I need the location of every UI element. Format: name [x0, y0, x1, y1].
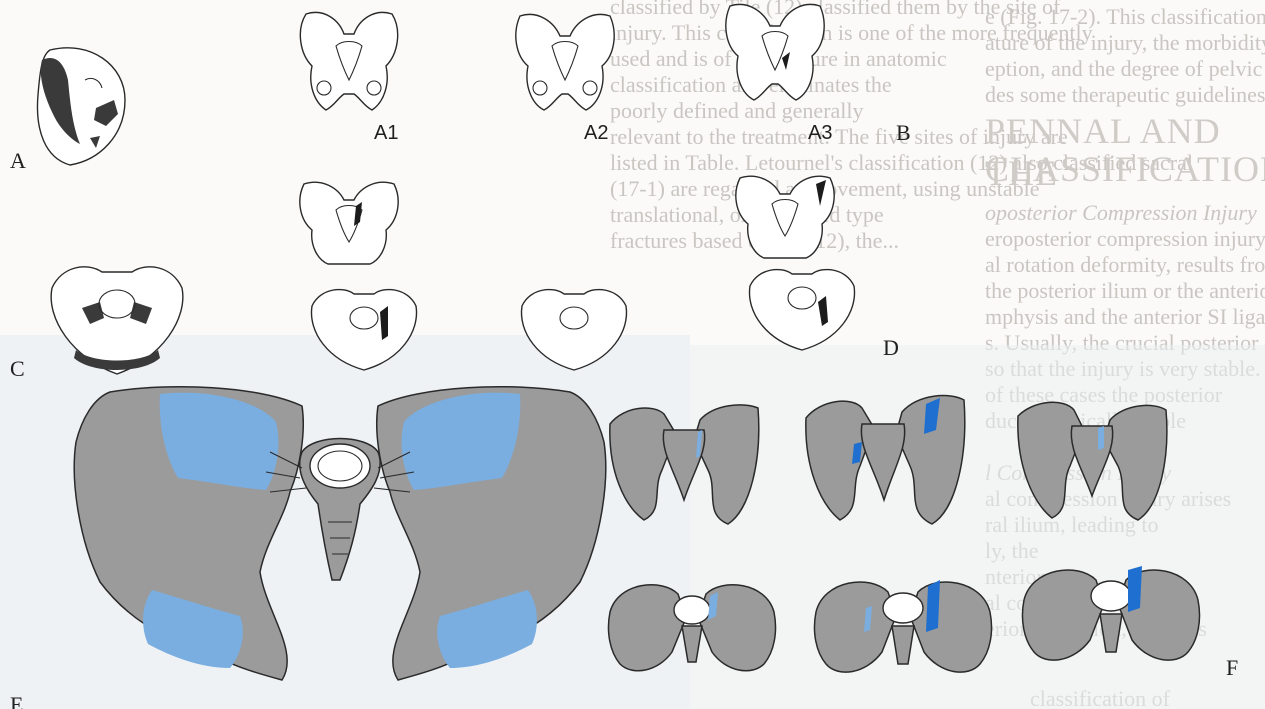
- pelvis-diagram-c: [42, 258, 192, 378]
- pelvis-diagram-f4: [602, 572, 782, 682]
- pelvis-diagram-f5: [808, 568, 998, 684]
- pelvis-diagram-b-lower: [730, 170, 840, 260]
- panel-label-a2: A2: [584, 122, 608, 145]
- pelvis-diagram-f2: [800, 390, 970, 530]
- pelvis-diagram-e: [70, 382, 610, 682]
- pelvis-diagram-f6: [1016, 556, 1206, 672]
- panel-label-c: C: [10, 356, 25, 382]
- bleed-line: eption, and the degree of pelvic ring st…: [985, 56, 1265, 83]
- bleed-line: des some therapeutic guidelines.: [985, 82, 1265, 109]
- pelvis-diagram-c-right: [514, 282, 634, 372]
- pelvis-diagram-a1: [294, 6, 404, 116]
- bleed-heading: CLASSIFICATION: [985, 148, 1265, 190]
- panel-label-a: A: [10, 148, 26, 174]
- panel-label-f: F: [1226, 655, 1238, 681]
- panel-label-b: B: [896, 120, 911, 146]
- panel-label-a1: A1: [374, 122, 398, 145]
- pelvis-diagram-a: [30, 40, 130, 170]
- panel-label-a3: A3: [808, 122, 832, 145]
- pelvis-diagram-d: [742, 262, 862, 352]
- pelvis-diagram-a2: [510, 6, 620, 116]
- bleed-line: ature of the injury, the morbidity, the …: [985, 30, 1265, 57]
- panel-label-d: D: [883, 335, 899, 361]
- panel-label-e: E: [10, 692, 23, 709]
- bleed-line: oposterior Compression Injury: [985, 200, 1257, 227]
- pelvis-diagram-f3: [1012, 396, 1172, 526]
- pelvis-diagram-a1-lower: [294, 176, 404, 266]
- pelvis-diagram-c-mid: [304, 282, 424, 372]
- bleed-line: the posterior ilium or the anterior pelv…: [985, 278, 1265, 305]
- bleed-line: al rotation deformity, results from a fo…: [985, 252, 1265, 279]
- bleed-line: mphysis and the anterior SI ligaments be…: [985, 304, 1265, 331]
- pelvis-diagram-a3: [720, 0, 830, 110]
- bleed-line: eroposterior compression injury, also ca…: [985, 226, 1265, 253]
- bleed-line: e (Fig. 17-2). This classification provi…: [985, 4, 1265, 31]
- pelvis-diagram-f1: [604, 400, 764, 530]
